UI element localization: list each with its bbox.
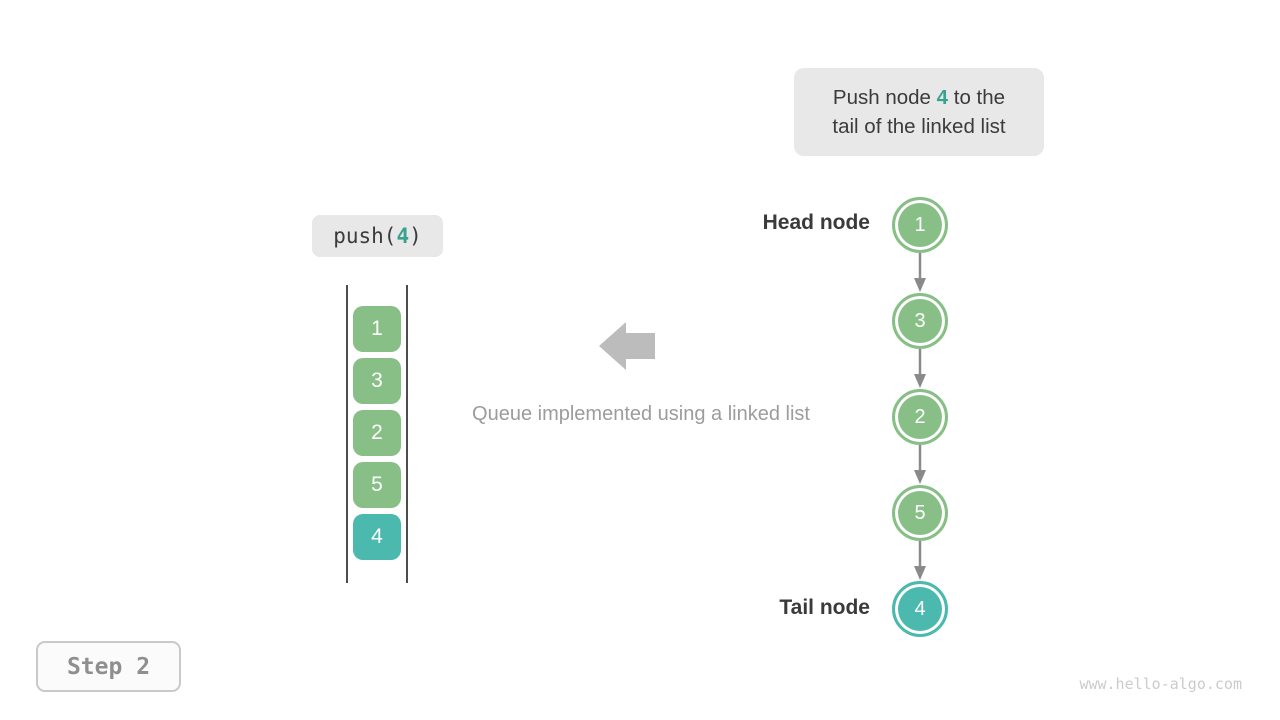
callout-text-post: to the bbox=[948, 86, 1006, 109]
push-label-pre: push( bbox=[333, 224, 397, 248]
queue-item: 3 bbox=[353, 358, 401, 404]
linked-list-node: 2 bbox=[892, 389, 948, 445]
callout-value: 4 bbox=[936, 86, 949, 109]
callout-box: Push node 4 to the tail of the linked li… bbox=[794, 68, 1044, 156]
watermark: www.hello-algo.com bbox=[1079, 675, 1242, 693]
diagram-caption: Queue implemented using a linked list bbox=[472, 403, 810, 425]
push-operation-label: push(4) bbox=[312, 215, 443, 257]
queue-item-pushed: 4 bbox=[353, 514, 401, 560]
left-block-arrow-icon bbox=[599, 322, 655, 370]
queue-item: 2 bbox=[353, 410, 401, 456]
down-arrow-icon bbox=[914, 253, 926, 292]
push-label-post: ) bbox=[409, 224, 422, 248]
linked-list-node: 5 bbox=[892, 485, 948, 541]
callout-text-pre: Push node bbox=[832, 86, 937, 109]
queue-item: 1 bbox=[353, 306, 401, 352]
down-arrow-icon bbox=[914, 541, 926, 580]
queue-item: 5 bbox=[353, 462, 401, 508]
linked-list-node-tail: 4 bbox=[892, 581, 948, 637]
step-badge: Step 2 bbox=[36, 641, 181, 692]
callout-line-2: tail of the linked list bbox=[832, 115, 1006, 138]
head-node-label: Head node bbox=[762, 211, 870, 234]
push-label-value: 4 bbox=[396, 224, 410, 248]
tail-node-label: Tail node bbox=[779, 596, 870, 619]
linked-list-node: 3 bbox=[892, 293, 948, 349]
down-arrow-icon bbox=[914, 349, 926, 388]
callout-line-1: Push node 4 to the bbox=[833, 83, 1005, 112]
down-arrow-icon bbox=[914, 445, 926, 484]
linked-list-node: 1 bbox=[892, 197, 948, 253]
queue-abstract-container: 1 3 2 5 4 bbox=[346, 285, 408, 583]
